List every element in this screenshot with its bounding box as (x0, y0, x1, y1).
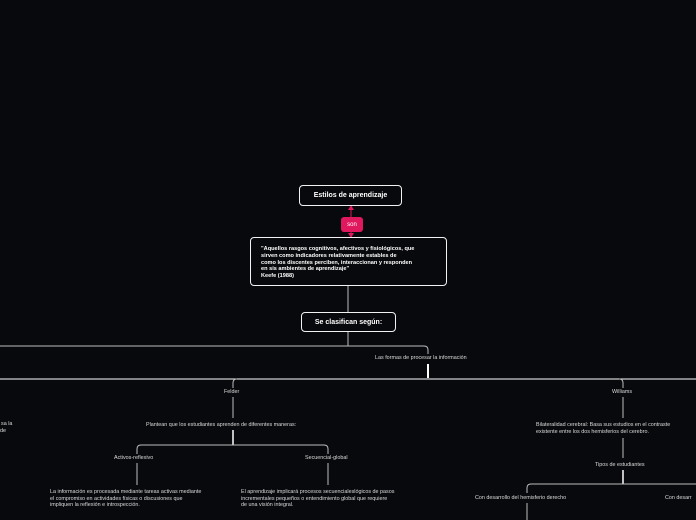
link-trunk-branch (0, 345, 429, 354)
definition-line: sirven como indicadores relativamente es… (261, 252, 397, 259)
classify-node[interactable]: Se clasifican según: (301, 312, 396, 332)
link-felder-children (136, 444, 329, 454)
root-title: Estilos de aprendizaje (313, 192, 388, 199)
secuencial-global-node[interactable]: Secuencial-global (305, 455, 348, 461)
link-tipos-children (526, 483, 696, 493)
hemisferio-derecho-node[interactable]: Con desarrollo del hemisferio derecho (475, 495, 567, 501)
classify-title: Se clasifican según: (314, 318, 383, 326)
williams-description[interactable]: Bilateralidad cerebral: Basa sus estudio… (536, 422, 671, 435)
tipos-estudiantes-node[interactable]: Tipos de estudiantes (595, 462, 645, 468)
arrow-down-icon (348, 233, 354, 238)
branch-processing-info[interactable]: Las formas de procesar la información (375, 355, 467, 361)
definition-line: como los discentes perciben, interaccion… (261, 259, 413, 266)
definition-line: en sis ambientes de aprendizaje" (261, 266, 350, 273)
secuencial-global-text[interactable]: El aprendizaje implicará procesos secuen… (241, 489, 395, 509)
definition-node[interactable]: "Aquellos rasgos cognitivos, afectivos y… (250, 237, 447, 286)
activo-reflexivo-node[interactable]: Activos-reflexivo (114, 455, 154, 461)
felder-description[interactable]: Plantean que los estudiantes aprenden de… (146, 422, 297, 428)
arrow-up-icon (348, 205, 354, 210)
definition-author: Keefe (1988) (261, 273, 294, 280)
definition-line: "Aquellos rasgos cognitivos, afectivos y… (261, 246, 415, 252)
link-felder-drop (232, 378, 238, 388)
left-partial-text[interactable]: sa la de (0, 421, 13, 434)
hemisferio-izquierdo-node-partial[interactable]: Con desarr (665, 495, 692, 501)
root-node[interactable]: Estilos de aprendizaje (299, 185, 402, 206)
williams-node[interactable]: Williams (612, 389, 633, 395)
felder-node[interactable]: Felder (224, 389, 240, 395)
link-williams-drop (618, 378, 624, 388)
son-connector-label[interactable]: son (341, 217, 363, 232)
activo-reflexivo-text[interactable]: La información es procesada mediante tar… (50, 489, 202, 509)
